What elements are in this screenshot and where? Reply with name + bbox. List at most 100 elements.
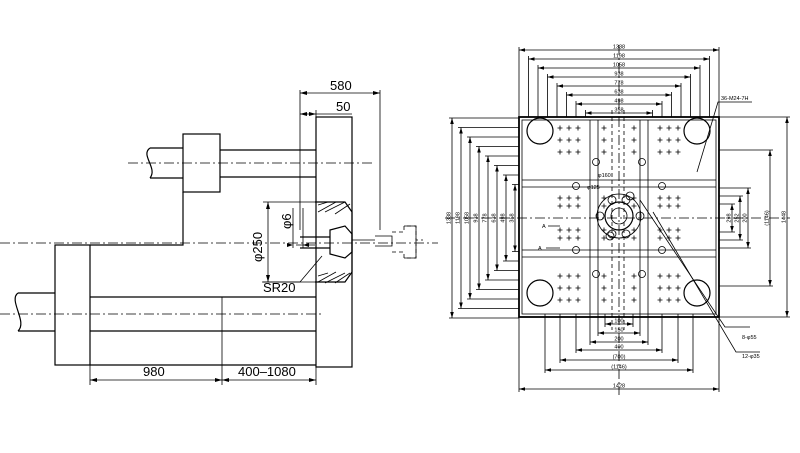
threaded-holes [557, 125, 681, 303]
tapped-hole-mark [675, 235, 681, 241]
dimension-580-text: 580 [330, 78, 352, 93]
dimension-arrow [450, 312, 454, 318]
side-elevation-view: 580 50 φ6 φ250 SR20 [0, 78, 438, 385]
tapped-hole-mark [657, 285, 663, 291]
dimension-50: 50 [300, 99, 352, 117]
label-phi125: φ125 [587, 185, 600, 191]
tapped-hole-mark [566, 235, 572, 241]
tapped-hole-mark [666, 285, 672, 291]
bolt-hole [658, 182, 666, 190]
bolt-hole [638, 158, 646, 166]
dimension-arrow [634, 331, 640, 335]
dimension-arrow [566, 93, 573, 97]
left-dimension-text: 938 [474, 213, 480, 222]
bolt-hole [621, 229, 631, 239]
tapped-hole-mark [557, 273, 563, 279]
top-dimension-text: 1058 [613, 63, 625, 69]
tapped-hole-mark [557, 285, 563, 291]
callout-tapped-holes-text: 36-M24-7H [721, 96, 749, 102]
dimension-arrow [684, 75, 691, 79]
dimension-arrow [560, 358, 566, 362]
dimension-sr20-text: SR20 [263, 280, 296, 295]
tapped-hole-mark [666, 137, 672, 143]
tapped-hole-mark [557, 235, 563, 241]
dimension-phi6-text: φ6 [279, 213, 294, 229]
dimension-arrow [598, 331, 604, 335]
tapped-hole-mark [575, 149, 581, 155]
dimension-arrow [486, 156, 490, 162]
central-ring [596, 193, 642, 239]
tapped-hole-mark [575, 285, 581, 291]
tapped-hole-mark [666, 195, 672, 201]
dimension-arrow [576, 348, 582, 352]
dimension-arrow [730, 204, 734, 210]
bottom-dimension-text: 1428 [613, 384, 625, 390]
dimension-980-text: 980 [143, 364, 165, 379]
right-dimension-text: 252 [735, 213, 741, 222]
tapped-hole-mark [566, 195, 572, 201]
top-dimension-text: 358 [614, 108, 623, 114]
dimension-arrow [486, 274, 490, 280]
dimension-arrow [585, 111, 592, 115]
bottom-dimension-text: 200 [614, 337, 623, 343]
dimension-arrow [590, 340, 596, 344]
tapped-hole-mark [657, 137, 663, 143]
tapped-hole-mark [657, 273, 663, 279]
bolt-hole [572, 246, 580, 254]
dimension-arrow [672, 358, 678, 362]
tapped-hole-mark [566, 273, 572, 279]
left-dimension-text: 1338 [447, 212, 453, 224]
tapped-hole-mark [666, 125, 672, 131]
dimension-arrow [785, 117, 789, 123]
tapped-hole-mark [557, 297, 563, 303]
tapped-hole-mark [657, 195, 663, 201]
bottom-dimension-text: 100 [614, 319, 623, 325]
tapped-hole-mark [575, 203, 581, 209]
dimension-arrow [495, 165, 499, 172]
tapped-hole-mark [557, 149, 563, 155]
tapped-hole-mark [575, 125, 581, 131]
tapped-hole-mark [675, 195, 681, 201]
left-dimension-text: 358 [510, 213, 516, 222]
bolt-hole [635, 211, 645, 221]
top-dimension-text: 778 [614, 81, 623, 87]
dimension-arrow [557, 84, 563, 88]
tapped-hole-mark [657, 125, 663, 131]
tapped-hole-mark [575, 227, 581, 233]
dimension-580: 580 [299, 78, 381, 230]
dimension-arrow [687, 368, 693, 372]
right-dimension-text: (1146) [765, 210, 771, 226]
tapped-hole-mark [557, 227, 563, 233]
dimension-arrow [656, 102, 662, 106]
tapped-hole-mark [657, 235, 663, 241]
dimension-arrow [768, 150, 772, 156]
tapped-hole-mark [675, 297, 681, 303]
callout-8-holes: 8-φ55 [639, 199, 757, 341]
dimension-phi250-text: φ250 [250, 232, 265, 262]
dimension-arrow [459, 302, 463, 309]
dimension-arrow [528, 57, 535, 61]
fixed-platen [315, 116, 353, 368]
tapped-hole-mark [557, 195, 563, 201]
left-dimension-text: 1058 [465, 212, 471, 224]
tapped-hole-mark [601, 125, 607, 131]
tapped-hole-mark [631, 235, 637, 241]
dimension-arrow [713, 387, 719, 391]
top-dimension-text: 638 [614, 90, 623, 96]
dimension-arrow [519, 48, 525, 52]
tapped-hole-mark [557, 137, 563, 143]
dimension-50-text: 50 [336, 99, 350, 114]
section-label-a2: A [538, 246, 542, 252]
right-dimension-text: 200 [743, 213, 749, 222]
left-dimension-text: 498 [501, 213, 507, 222]
dimension-arrow [545, 368, 551, 372]
tapped-hole-mark [675, 149, 681, 155]
dimension-arrow [713, 48, 719, 52]
tapped-hole-mark [657, 149, 663, 155]
callout-8-holes-text: 8-φ55 [742, 335, 757, 341]
callout-tapped-holes: 36-M24-7H [696, 96, 752, 173]
dimension-arrow [495, 264, 499, 271]
bolt-hole [605, 231, 615, 241]
